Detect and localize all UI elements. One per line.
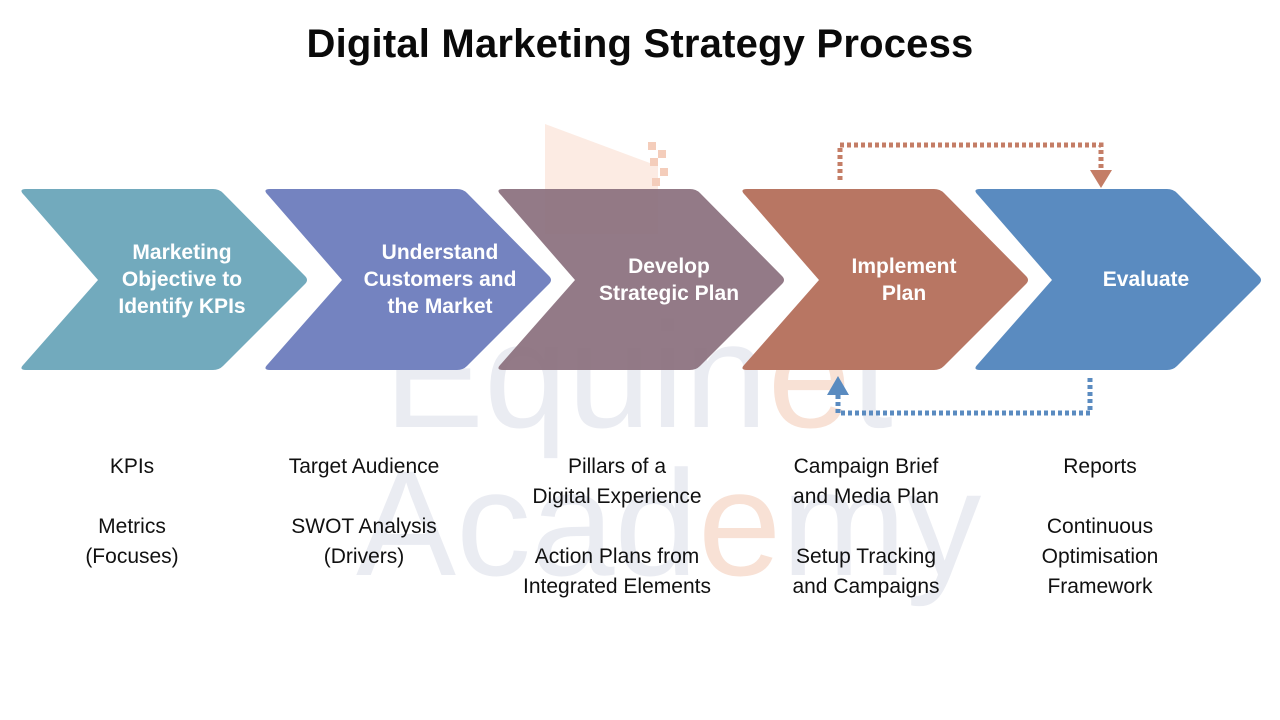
chevron-step-1 — [21, 189, 308, 370]
chevron-step-3 — [498, 189, 784, 370]
step-2-details: Target Audience SWOT Analysis (Drivers) — [288, 455, 440, 568]
chevron-step-2 — [265, 189, 551, 370]
feedback-arrow-bottom — [827, 376, 1093, 416]
step-1-details: KPIs Metrics (Focuses) — [85, 455, 179, 568]
page-title: Digital Marketing Strategy Process — [306, 22, 974, 66]
chevron-step-5 — [975, 189, 1261, 370]
chevron-step-4 — [742, 189, 1028, 370]
step-5-details: Reports Continuous Optimisation Framewor… — [1041, 455, 1159, 598]
step-5-label: Evaluate — [1102, 268, 1190, 291]
step-4-details: Campaign Brief and Media Plan Setup Trac… — [792, 455, 940, 598]
feedback-arrow-top — [837, 142, 1112, 188]
step-3-details: Pillars of a Digital Experience Action P… — [523, 455, 711, 598]
